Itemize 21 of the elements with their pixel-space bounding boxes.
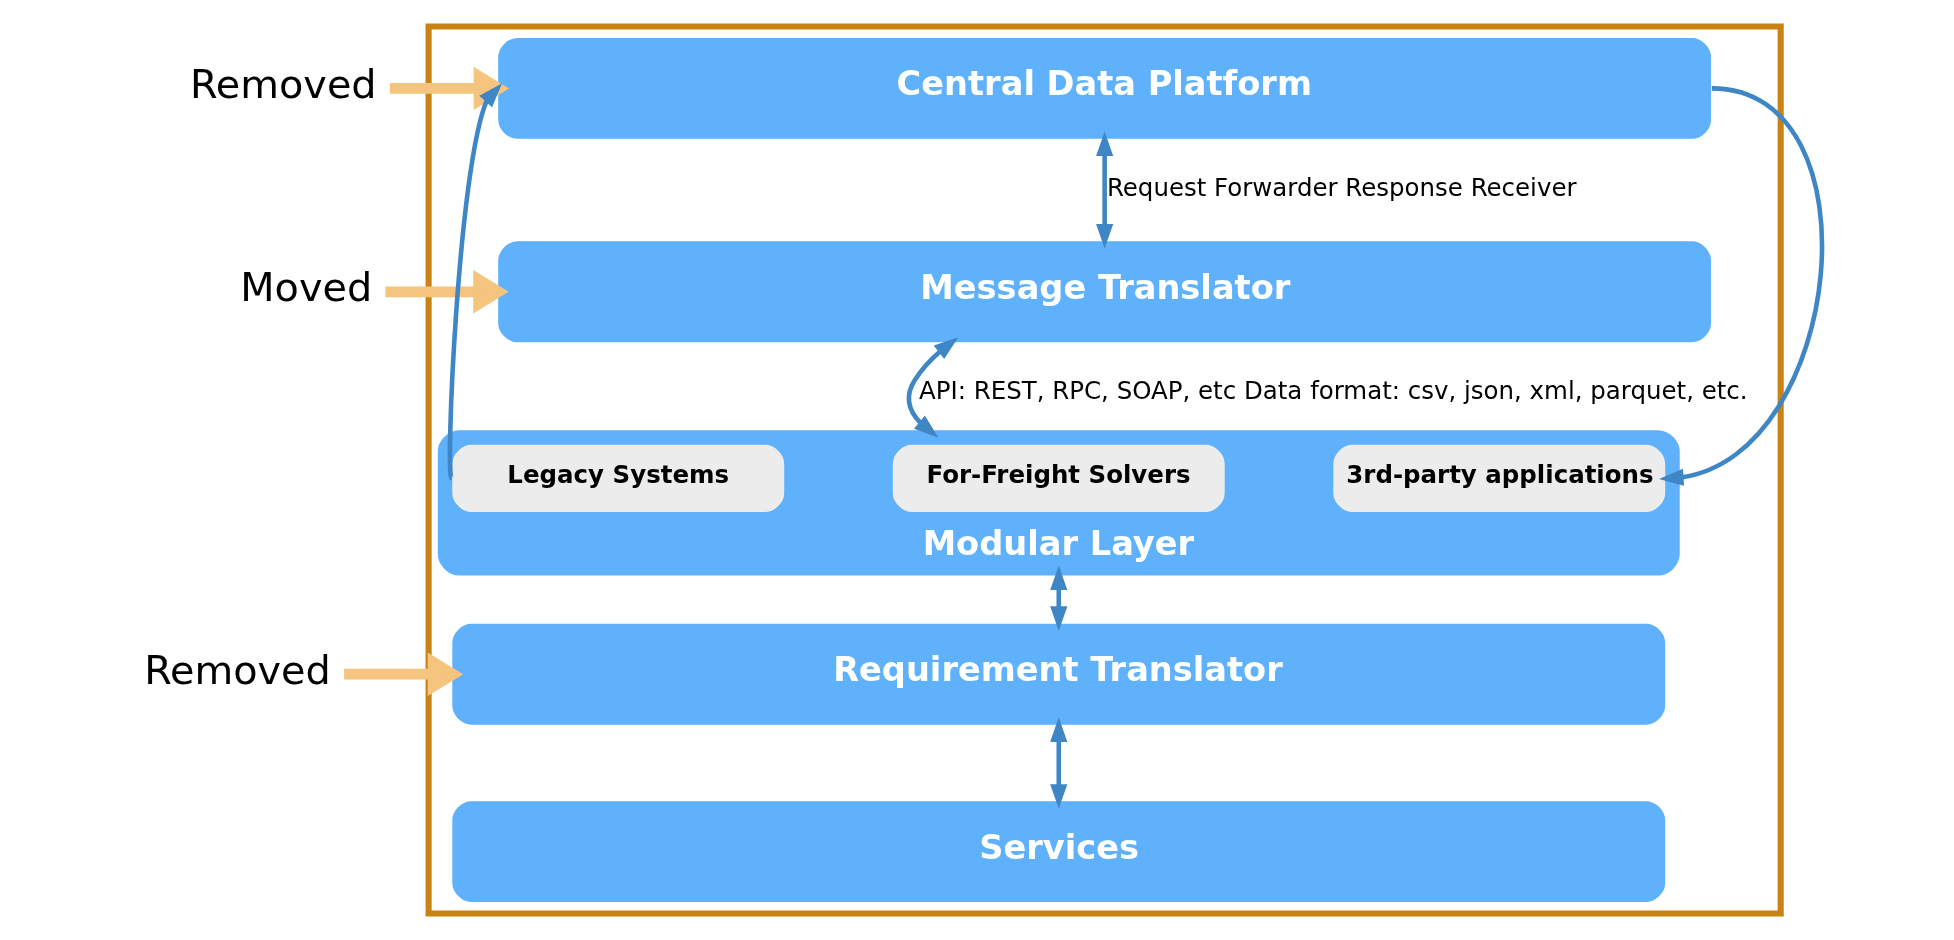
node-box: 3rd-party applications bbox=[1333, 444, 1666, 513]
node-box: Message Translator bbox=[498, 241, 1712, 343]
node-box: Legacy Systems bbox=[452, 444, 785, 513]
arrow bbox=[385, 270, 509, 314]
arrow bbox=[390, 66, 510, 111]
arrow bbox=[1050, 565, 1068, 631]
arrow bbox=[1659, 86, 1824, 486]
node-text: Removed bbox=[144, 646, 331, 693]
arrow bbox=[344, 652, 464, 696]
node-text: Removed bbox=[190, 61, 377, 108]
arrow bbox=[1050, 717, 1068, 809]
node-box: For-Freight Solvers bbox=[892, 444, 1225, 513]
edge-label: Request Forwarder Response Receiver bbox=[1106, 172, 1577, 202]
node-text: Moved bbox=[240, 264, 373, 311]
arrow bbox=[906, 337, 959, 438]
arrow bbox=[447, 83, 503, 479]
edge-label: API: REST, RPC, SOAP, etc Data format: csv, json, xml, parquet, etc. bbox=[919, 376, 1748, 406]
node-box: Services bbox=[452, 801, 1666, 903]
node-box: Central Data Platform bbox=[498, 37, 1712, 139]
node-box: Requirement Translator bbox=[452, 623, 1666, 725]
arrow bbox=[1096, 131, 1114, 249]
